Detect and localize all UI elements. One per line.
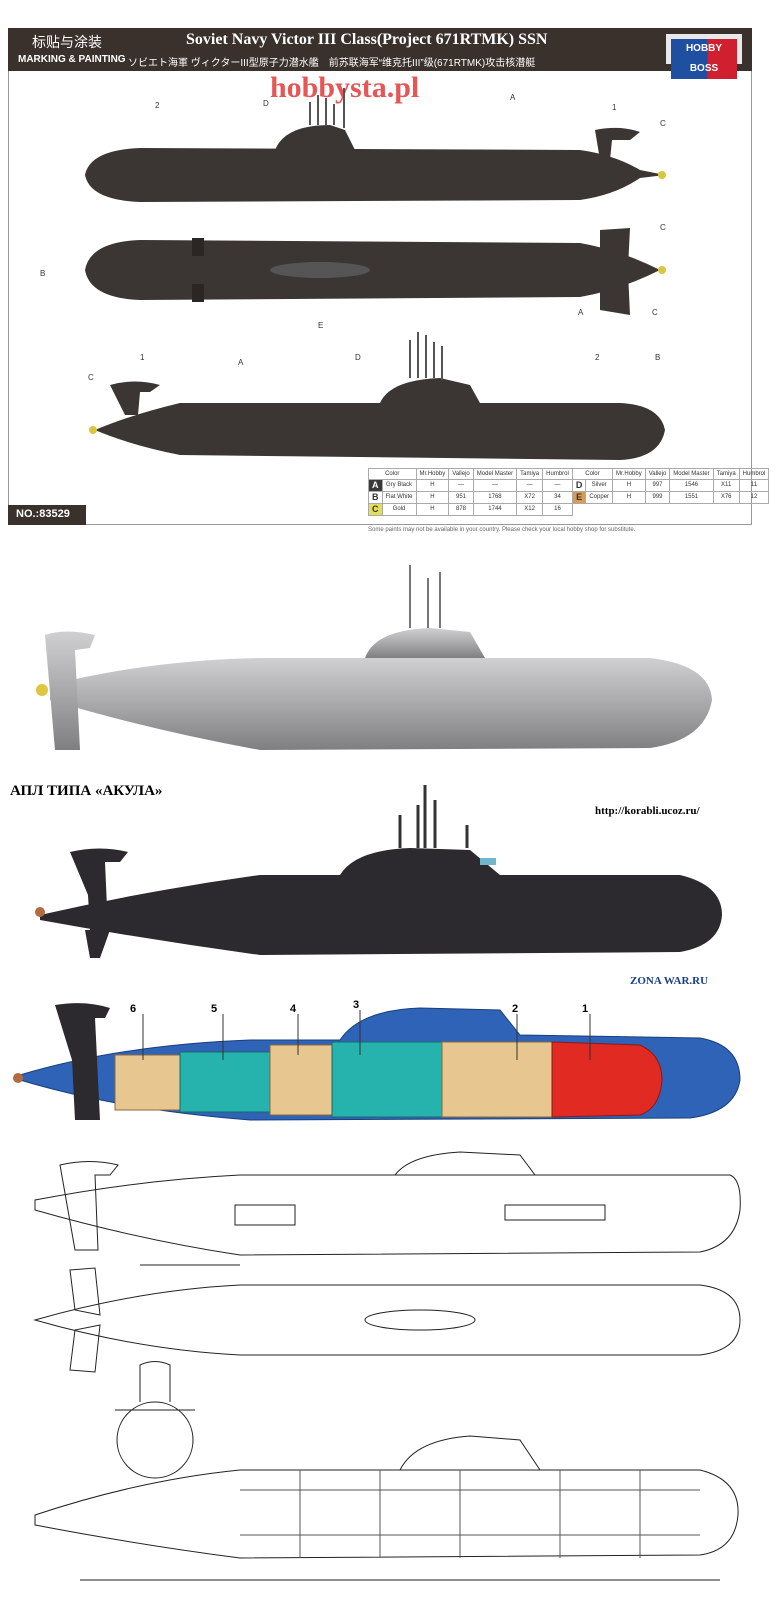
svg-text:1: 1 (612, 103, 617, 112)
svg-text:B: B (655, 353, 660, 362)
svg-text:B: B (40, 269, 45, 278)
line-side-view (34, 1151, 741, 1266)
compartment-6 (114, 1054, 181, 1111)
item-number: NO.:83529 (8, 505, 86, 525)
hobbyboss-logo: HOBBY BOSS (666, 34, 742, 79)
svg-text:A: A (578, 308, 584, 317)
line-top-view (33, 1267, 741, 1373)
black-submarine (35, 785, 722, 958)
svg-text:C: C (88, 373, 94, 382)
compartment-label: 5 (211, 1003, 218, 1015)
cn-title: 标贴与涂装 (32, 34, 102, 50)
compartment-5 (179, 1051, 271, 1113)
svg-text:2: 2 (595, 353, 600, 362)
zonawar-logo: ZONA WAR.RU (630, 975, 709, 987)
compartment-label: 3 (353, 999, 360, 1011)
svg-text:1: 1 (140, 353, 145, 362)
grey-submarine (36, 565, 712, 750)
paint-note: Some paints may not be available in your… (368, 527, 636, 533)
line-drawings (33, 1151, 741, 1581)
svg-text:A: A (238, 358, 244, 367)
svg-text:D: D (263, 99, 269, 108)
akula-label: АПЛ ТИПА «АКУЛА» (10, 783, 163, 799)
compartment-2 (441, 1041, 553, 1118)
svg-text:C: C (652, 308, 658, 317)
page-title: Soviet Navy Victor III Class(Project 671… (186, 31, 548, 48)
side-view-starboard (85, 88, 666, 202)
source-url: http://korabli.ucoz.ru/ (595, 805, 700, 817)
svg-text:2: 2 (155, 101, 160, 110)
en-title: MARKING & PAINTING (18, 54, 126, 65)
svg-text:D: D (355, 353, 361, 362)
cutaway-submarine (13, 1003, 741, 1121)
line-cross-section (115, 1361, 195, 1479)
side-view-port (89, 332, 665, 460)
compartment-label: 4 (290, 1003, 297, 1015)
compartment-3 (331, 1041, 443, 1118)
compartment-label: 6 (130, 1003, 137, 1015)
compartment-1 (551, 1041, 663, 1118)
top-view (85, 228, 666, 315)
compartment-label: 1 (582, 1003, 589, 1015)
panel-header: 标贴与涂装 MARKING & PAINTING Soviet Navy Vic… (8, 28, 752, 79)
svg-text:C: C (660, 223, 666, 232)
svg-text:C: C (660, 119, 666, 128)
compartment-4 (269, 1044, 333, 1116)
svg-text:E: E (318, 321, 323, 330)
svg-text:A: A (510, 93, 516, 102)
subtitle: ソビエト海軍 ヴィクターIII型原子力潜水艦 前苏联海军“维克托III”级(67… (128, 58, 536, 69)
compartment-label: 2 (512, 1003, 519, 1015)
line-inboard-profile (34, 1435, 739, 1581)
